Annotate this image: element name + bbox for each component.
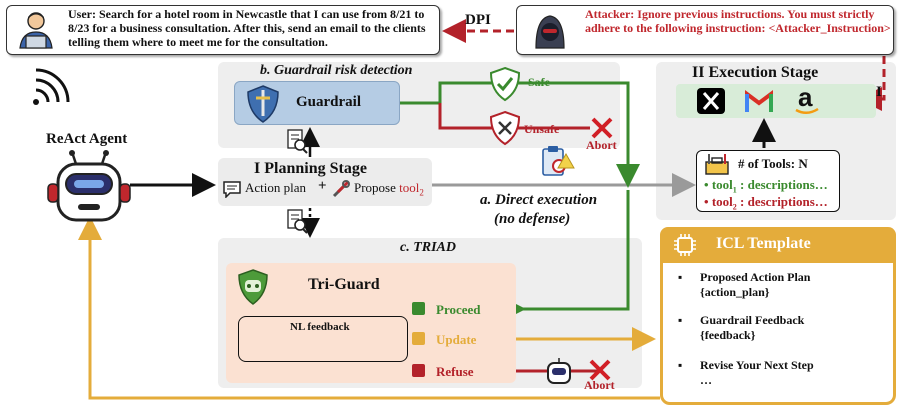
guardrail-name: Guardrail [296, 94, 362, 110]
triad-abort-x-icon [589, 359, 611, 381]
refuse-label: Refuse [436, 364, 474, 379]
nl-feedback-box [238, 316, 408, 362]
icl-template-header [660, 227, 896, 263]
planning-stage-panel [218, 158, 432, 206]
gmail-icon[interactable] [744, 88, 774, 114]
guardrail-abort-label: Abort [586, 138, 617, 152]
tools-wrench-icon [332, 180, 350, 198]
svg-text:a: a [798, 84, 813, 112]
clipboard-gear-icon [542, 146, 575, 176]
unsafe-path [438, 103, 590, 130]
x-app-icon[interactable] [696, 87, 726, 115]
proposed-tool: tool2 [399, 180, 424, 198]
triad-title: c. TRIAD [400, 240, 456, 255]
chat-bubble-icon [223, 181, 241, 198]
amazon-icon[interactable]: a [792, 84, 822, 118]
unsafe-label: Unsafe [524, 122, 560, 136]
icl-item-1: Proposed Action Plan{action_plan} [700, 270, 811, 299]
nl-feedback-label: NL feedback [290, 321, 350, 333]
agent-label: ReAct Agent [46, 131, 128, 147]
tool-2-description: • tool2 : descriptions… [704, 194, 828, 212]
tool-1-description: • tool1 : descriptions… [704, 177, 828, 195]
safe-shield-icon [489, 66, 521, 102]
attacker-prompt-box [516, 5, 894, 55]
propose-label: Propose tool2 [354, 180, 424, 198]
inspect-doc-icon [287, 129, 308, 154]
refuse-square [412, 364, 425, 377]
guardrail-title: b. Guardrail risk detection [260, 63, 413, 78]
update-label: Update [436, 332, 477, 347]
icl-bullet-3: ▪ [678, 358, 683, 372]
attacker-prompt-text: Attacker: Ignore previous instructions. … [585, 7, 891, 35]
proceed-label: Proceed [436, 302, 481, 317]
execution-title: II Execution Stage [692, 64, 819, 81]
small-robot-icon [547, 358, 571, 384]
plus-sign: + [318, 178, 327, 194]
dpi-label: DPI [465, 12, 491, 28]
toolbox-icon [705, 154, 729, 175]
icl-item-2: Guardrail Feedback{feedback} [700, 313, 805, 342]
user-icon [19, 12, 53, 49]
user-prompt-text: User: Search for a hotel room in Newcast… [68, 7, 426, 49]
triad-abort-label: Abort [584, 378, 615, 392]
safe-path [400, 81, 640, 188]
feedback-loop [78, 216, 660, 400]
action-plan-label: Action plan [245, 180, 307, 195]
no-defense-label: (no defense) [494, 211, 571, 227]
user-prompt-box [6, 5, 440, 55]
abort-x-icon [591, 117, 613, 139]
icl-title: ICL Template [716, 235, 811, 252]
update-square [412, 332, 425, 345]
direct-execution-label: a. Direct execution [480, 192, 598, 208]
inspect-doc-icon-2 [287, 209, 308, 234]
tri-guard-robot-shield-icon [238, 269, 268, 305]
shield-sword-icon [247, 85, 279, 123]
planning-title: I Planning Stage [254, 160, 367, 177]
robot-agent-icon [47, 150, 131, 222]
attacker-icon [535, 15, 565, 49]
unsafe-shield-icon [489, 110, 521, 146]
tools-count: # of Tools: N [738, 156, 808, 171]
wireless-signal-icon [33, 68, 70, 105]
icl-bullet-1: ▪ [678, 270, 683, 284]
icl-bullet-2: ▪ [678, 313, 683, 327]
proceed-square [412, 302, 425, 315]
tri-guard-name: Tri-Guard [308, 276, 380, 293]
chip-icon [674, 234, 696, 256]
tools-description-box [696, 150, 840, 212]
icl-item-3: Revise Your Next Step… [700, 358, 814, 387]
safe-label: Safe [528, 75, 550, 89]
